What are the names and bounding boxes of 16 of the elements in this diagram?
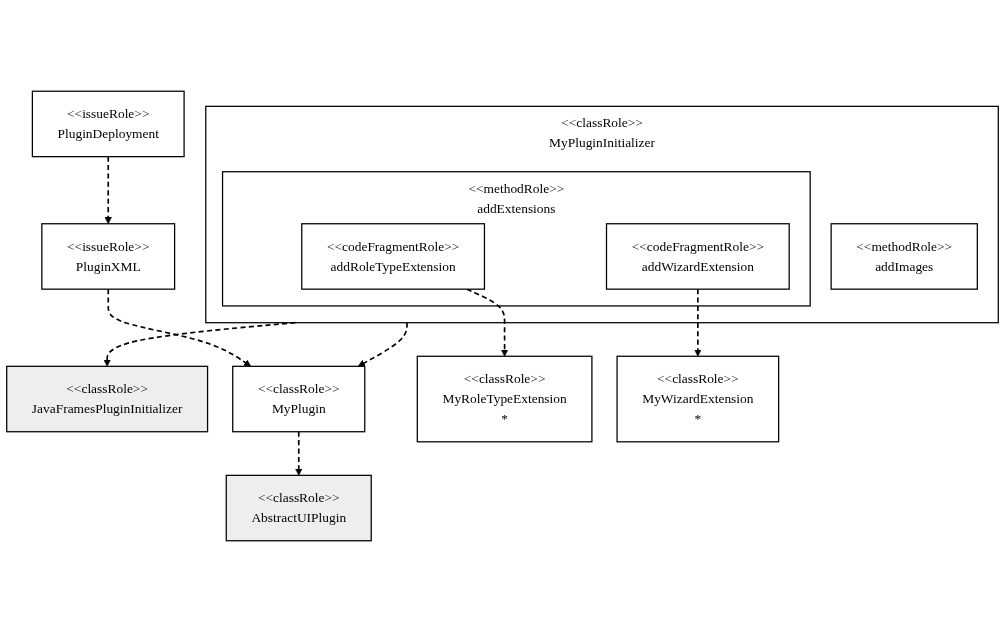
arrow [694,288,702,357]
node-box: <<codeFragmentRole>> addRoleTypeExtension [301,223,486,290]
node-box: <<classRole>> MyPlugin [232,365,366,433]
arrow [104,155,112,225]
arrow [107,288,252,367]
node-box: <<classRole>> JavaFramesPluginInitializer [6,365,209,433]
arrow [295,430,303,476]
node-box: <<issueRole>> PluginXML [41,223,176,290]
node-box: <<codeFragmentRole>> addWizardExtension [605,223,790,290]
node-box: <<issueRole>> PluginDeployment [31,90,185,158]
arrow [103,321,297,367]
node-box: <<methodRole>> addImages [830,223,978,290]
arrow [357,321,408,367]
node-box: <<classRole>> AbstractUIPlugin [225,474,372,542]
node-box: <<classRole>> MyWizardExtension * [616,355,780,443]
node-box: <<classRole>> MyRoleTypeExtension * [416,355,593,443]
